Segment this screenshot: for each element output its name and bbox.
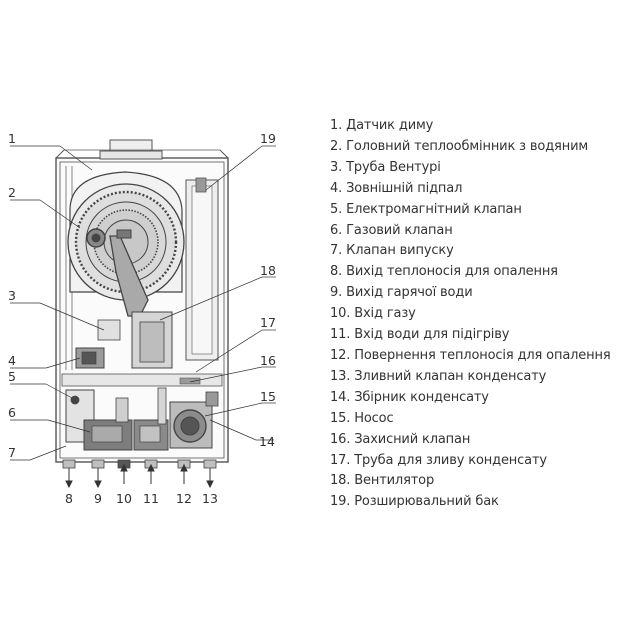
legend-item: 4.Зовнішній підпал (330, 179, 635, 200)
legend-item: 18.Вентилятор (330, 471, 635, 492)
legend-item-label: Збірник конденсату (354, 389, 489, 405)
legend-item-label: Клапан випуску (346, 243, 454, 259)
legend-item-number: 11. (330, 327, 351, 343)
legend-item-number: 18. (330, 473, 351, 489)
legend-item: 19.Розширювальний бак (330, 492, 635, 513)
legend-item-number: 12. (330, 347, 351, 363)
legend-item-number: 4. (330, 180, 343, 196)
legend-item-number: 14. (330, 389, 351, 405)
legend-item-number: 10. (330, 306, 351, 322)
callout-16: 16 (260, 353, 276, 368)
legend-item: 3.Труба Вентурі (330, 158, 635, 179)
legend-item-label: Датчик диму (346, 118, 434, 133)
legend-item-number: 7. (330, 243, 343, 259)
callout-12: 12 (176, 491, 192, 506)
legend-item-label: Вхід води для підігріву (354, 327, 510, 343)
legend-item-label: Зливний клапан конденсату (354, 368, 547, 384)
legend-item-number: 16. (330, 431, 351, 447)
legend-item-number: 17. (330, 452, 351, 468)
legend-item-number: 15. (330, 410, 351, 426)
legend-item-label: Вихід теплоносія для опалення (346, 264, 558, 280)
callout-labels: 1 2 3 4 5 6 7 8 9 10 11 12 13 14 15 16 1… (8, 131, 276, 506)
legend-item-number: 19. (330, 494, 351, 510)
legend-item: 16.Захисний клапан (330, 430, 635, 451)
callout-11: 11 (143, 491, 159, 506)
callout-7: 7 (8, 445, 16, 460)
lower-components (65, 347, 219, 451)
legend-item-label: Вентилятор (354, 473, 435, 489)
callout-2: 2 (8, 185, 16, 200)
internal-panel (61, 373, 223, 387)
legend-item: 8.Вихід теплоносія для опалення (330, 262, 635, 283)
callout-18: 18 (260, 263, 276, 278)
legend-item: 2.Головний теплообмінник з водяним (330, 137, 635, 158)
expansion-tank (185, 177, 219, 361)
legend-item-number: 2. (330, 138, 343, 154)
callout-6: 6 (8, 405, 16, 420)
legend-item-label: Труба Вентурі (346, 159, 441, 175)
legend-item: 7.Клапан випуску (330, 241, 635, 262)
legend-item: 10.Вхід газу (330, 304, 635, 325)
callout-5: 5 (8, 369, 16, 384)
legend-item-label: Захисний клапан (354, 431, 471, 447)
legend-item-label: Повернення теплоносія для опалення (354, 347, 611, 363)
legend-item-label: Зовнішній підпал (346, 180, 463, 196)
legend-item-label: Труба для зливу конденсату (354, 452, 547, 468)
legend-item-number: 9. (330, 285, 343, 301)
legend-item: 17.Труба для зливу конденсату (330, 451, 635, 472)
legend-item-label: Газовий клапан (346, 222, 453, 238)
bottom-arrows (65, 463, 214, 489)
legend-item: 13.Зливний клапан конденсату (330, 367, 635, 388)
legend-item: 1.Датчик диму (330, 116, 635, 137)
callout-1: 1 (8, 131, 16, 146)
legend-item-label: Носос (354, 410, 394, 426)
callout-9: 9 (94, 491, 102, 506)
legend-item: 15.Носос (330, 409, 635, 430)
fan-assembly (97, 311, 173, 369)
callout-15: 15 (260, 389, 276, 404)
legend-item: 12.Повернення теплоносія для опалення (330, 346, 635, 367)
legend-item: 6.Газовий клапан (330, 221, 635, 242)
legend-item-label: Головний теплообмінник з водяним (346, 138, 589, 154)
legend-item: 5.Електромагнітний клапан (330, 200, 635, 221)
callout-19: 19 (260, 131, 276, 146)
callout-17: 17 (260, 315, 276, 330)
legend-item-label: Вхід газу (354, 306, 416, 322)
legend-item-number: 8. (330, 264, 343, 280)
heat-exchanger (67, 171, 185, 317)
callout-4: 4 (8, 353, 16, 368)
legend-item-number: 3. (330, 159, 343, 175)
legend-item-label: Розширювальний бак (354, 494, 499, 510)
legend-item: 14.Збірник конденсату (330, 388, 635, 409)
legend-item-label: Електромагнітний клапан (346, 201, 522, 217)
callout-10: 10 (116, 491, 132, 506)
legend-item-number: 13. (330, 368, 351, 384)
legend-item: 9.Вихід гарячої води (330, 283, 635, 304)
legend-item-label: Вихід гарячої води (346, 285, 473, 301)
boiler-diagram: 1 2 3 4 5 6 7 8 9 10 11 12 13 14 15 16 1… (8, 131, 276, 506)
legend-item-number: 1. (330, 118, 343, 133)
legend-item: 11.Вхід води для підігріву (330, 325, 635, 346)
callout-3: 3 (8, 288, 16, 303)
legend-item-number: 5. (330, 201, 343, 217)
leader-lines (10, 145, 276, 461)
callout-14: 14 (259, 434, 275, 449)
callout-13: 13 (202, 491, 218, 506)
legend-item-number: 6. (330, 222, 343, 238)
callout-8: 8 (65, 491, 73, 506)
